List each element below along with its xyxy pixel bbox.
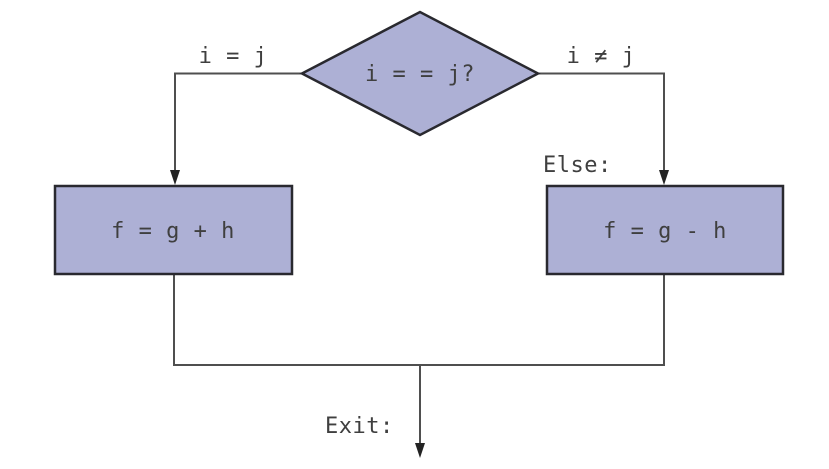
left-process-label: f = g + h	[111, 219, 235, 244]
decision-diamond	[299, 10, 541, 137]
decision-label: i = = j?	[365, 62, 475, 87]
right-condition-label: i ≠ j	[567, 44, 636, 69]
left-condition-label: i = j	[199, 44, 268, 69]
else-annotation: Else:	[543, 153, 612, 178]
left-branch-arrowhead-icon	[170, 170, 180, 185]
right-process-box	[545, 184, 785, 276]
right-branch-connector	[538, 72, 665, 172]
merge-connector	[173, 274, 665, 366]
left-process-box	[53, 184, 294, 276]
left-branch-connector	[174, 72, 302, 172]
exit-arrowhead-icon	[415, 443, 425, 458]
right-branch-arrowhead-icon	[659, 170, 669, 185]
exit-annotation: Exit:	[325, 414, 394, 439]
right-process-label: f = g - h	[603, 219, 727, 244]
